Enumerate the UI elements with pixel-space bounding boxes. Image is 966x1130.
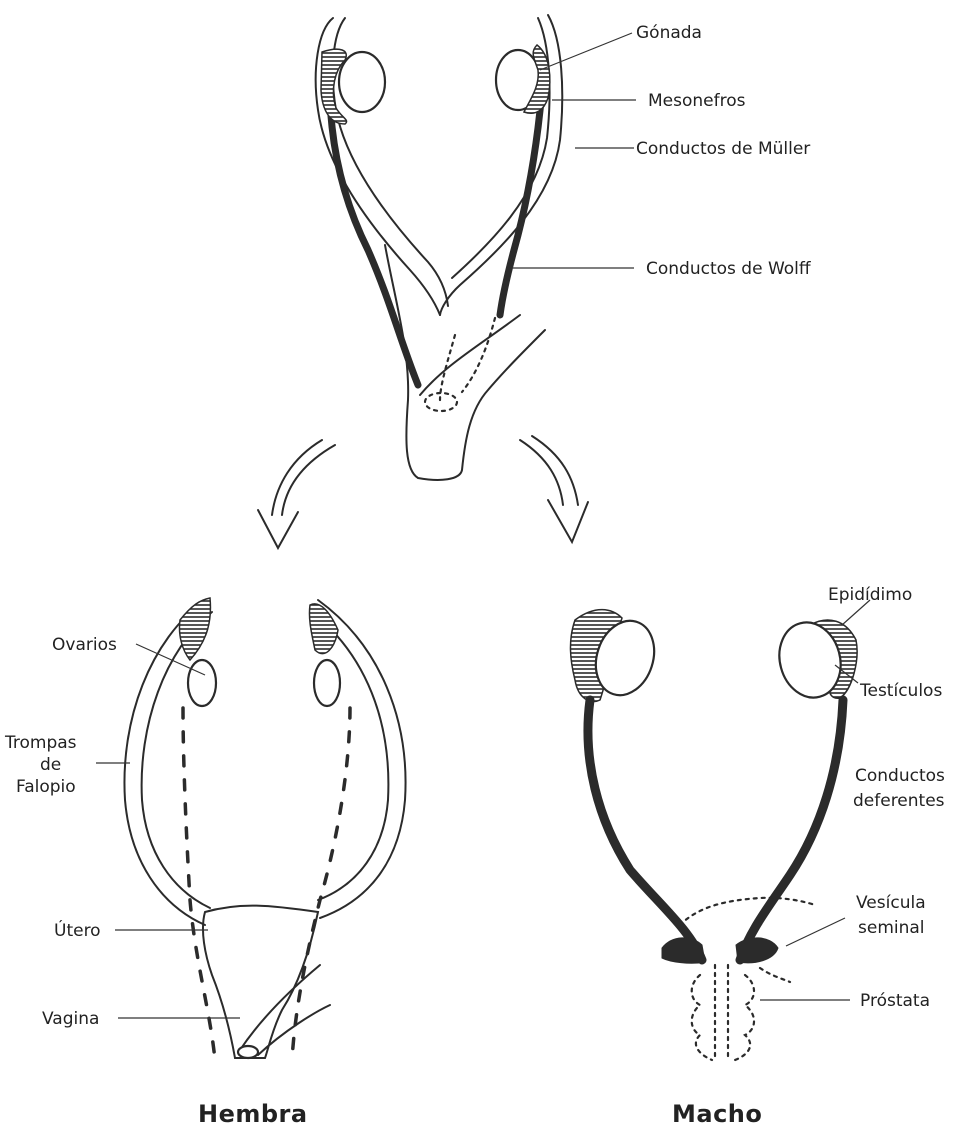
caption-male: Macho [672,1100,762,1128]
seminal-vesicle-right [736,938,778,963]
male-drawing [570,610,857,1060]
label-trompas-2: de [40,755,61,775]
label-epididimo: Epidídimo [828,585,912,605]
ovary-right [314,660,340,706]
label-ovarios: Ovarios [52,635,117,655]
label-prostata: Próstata [860,991,930,1011]
female-drawing [124,598,405,1060]
label-trompas-1: Trompas [4,733,77,753]
label-utero: Útero [54,919,101,941]
ovary-left [188,660,216,706]
label-deferentes-2: deferentes [853,791,945,811]
label-trompas-3: Falopio [16,777,76,797]
indifferent-stage-drawing [316,15,563,480]
label-vesicula-1: Vesícula [856,893,926,913]
label-muller: Conductos de Müller [636,139,810,159]
label-gonada: Gónada [636,23,702,43]
vagina-opening [238,1046,258,1058]
label-mesonefros: Mesonefros [648,91,746,111]
label-wolff: Conductos de Wolff [646,259,812,279]
seminal-vesicle-left [662,938,705,963]
curved-arrow-down-left-icon [258,440,335,548]
label-testiculos: Testículos [859,681,942,701]
vas-deferens-left [588,700,702,960]
gonad-left [339,52,385,112]
caption-female: Hembra [198,1100,308,1128]
label-vagina: Vagina [42,1009,99,1029]
curved-arrow-down-right-icon [520,436,588,542]
label-vesicula-2: seminal [858,918,925,938]
wolff-duct-right [500,80,543,315]
label-deferentes-1: Conductos [855,766,945,786]
prostate [692,975,712,1060]
labels: Gónada Mesonefros Conductos de Müller Co… [4,23,945,1029]
vas-deferens-right [740,700,843,960]
